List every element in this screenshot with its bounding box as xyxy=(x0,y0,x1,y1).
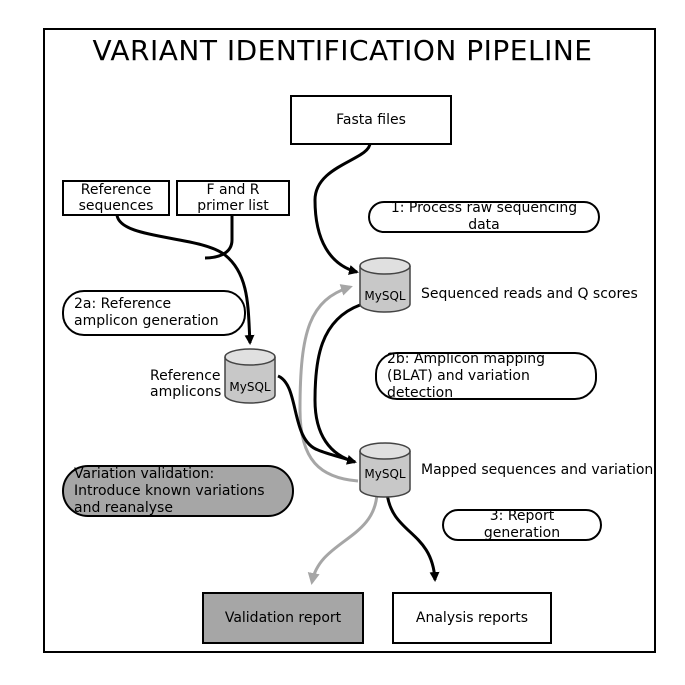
reference-sequences-label: Reference sequences xyxy=(78,182,154,214)
mapped-db-caption: Mapped sequences and variation xyxy=(421,462,654,478)
db-mapped-cylinder xyxy=(359,442,411,498)
diagram-frame xyxy=(43,28,656,653)
analysis-reports-box: Analysis reports xyxy=(392,592,552,644)
primer-list-label: F and R primer list xyxy=(197,182,269,214)
arrow-amplicons-to-mapped xyxy=(277,374,356,464)
variation-validation-pill: Variation validation: Introduce known va… xyxy=(62,465,294,517)
primer-list-box: F and R primer list xyxy=(176,180,290,216)
validation-report-label: Validation report xyxy=(224,610,342,626)
db-mapped-label: MySQL xyxy=(364,467,406,481)
arrow-to-analysis-reports xyxy=(385,492,440,582)
fasta-files-box: Fasta files xyxy=(290,95,452,145)
reads-db-caption: Sequenced reads and Q scores xyxy=(421,286,638,302)
step1-label: 1: Process raw sequencing data xyxy=(390,200,578,233)
arrow-validation-loop xyxy=(298,284,359,483)
reference-sequences-box: Reference sequences xyxy=(62,180,170,216)
variation-validation-label: Variation validation: Introduce known va… xyxy=(74,465,265,516)
analysis-reports-label: Analysis reports xyxy=(415,610,529,626)
amplicons-db-caption: Reference amplicons xyxy=(150,368,222,400)
step1-pill: 1: Process raw sequencing data xyxy=(368,200,600,233)
step3-label: 3: Report generation xyxy=(483,508,561,541)
db-amplicons-cylinder xyxy=(224,348,276,404)
line-primers-join xyxy=(204,214,234,260)
arrow-refseq-to-amplicons xyxy=(115,214,255,345)
fasta-files-label: Fasta files xyxy=(336,112,406,128)
diagram-title: VARIANT IDENTIFICATION PIPELINE xyxy=(92,34,593,67)
db-reads-label: MySQL xyxy=(364,289,406,303)
step2b-pill: 2b: Amplicon mapping (BLAT) and variatio… xyxy=(375,350,597,401)
step2b-label: 2b: Amplicon mapping (BLAT) and variatio… xyxy=(387,350,546,401)
step3-pill: 3: Report generation xyxy=(442,508,602,541)
arrow-fasta-to-reads xyxy=(313,142,372,275)
arrow-reads-to-mapped xyxy=(313,303,361,465)
arrow-to-validation-report xyxy=(307,492,379,585)
step2a-label: 2a: Reference amplicon generation xyxy=(74,296,219,329)
db-amplicons-label: MySQL xyxy=(229,380,271,394)
validation-report-box: Validation report xyxy=(202,592,364,644)
db-reads-cylinder xyxy=(359,257,411,313)
step2a-pill: 2a: Reference amplicon generation xyxy=(62,290,246,336)
